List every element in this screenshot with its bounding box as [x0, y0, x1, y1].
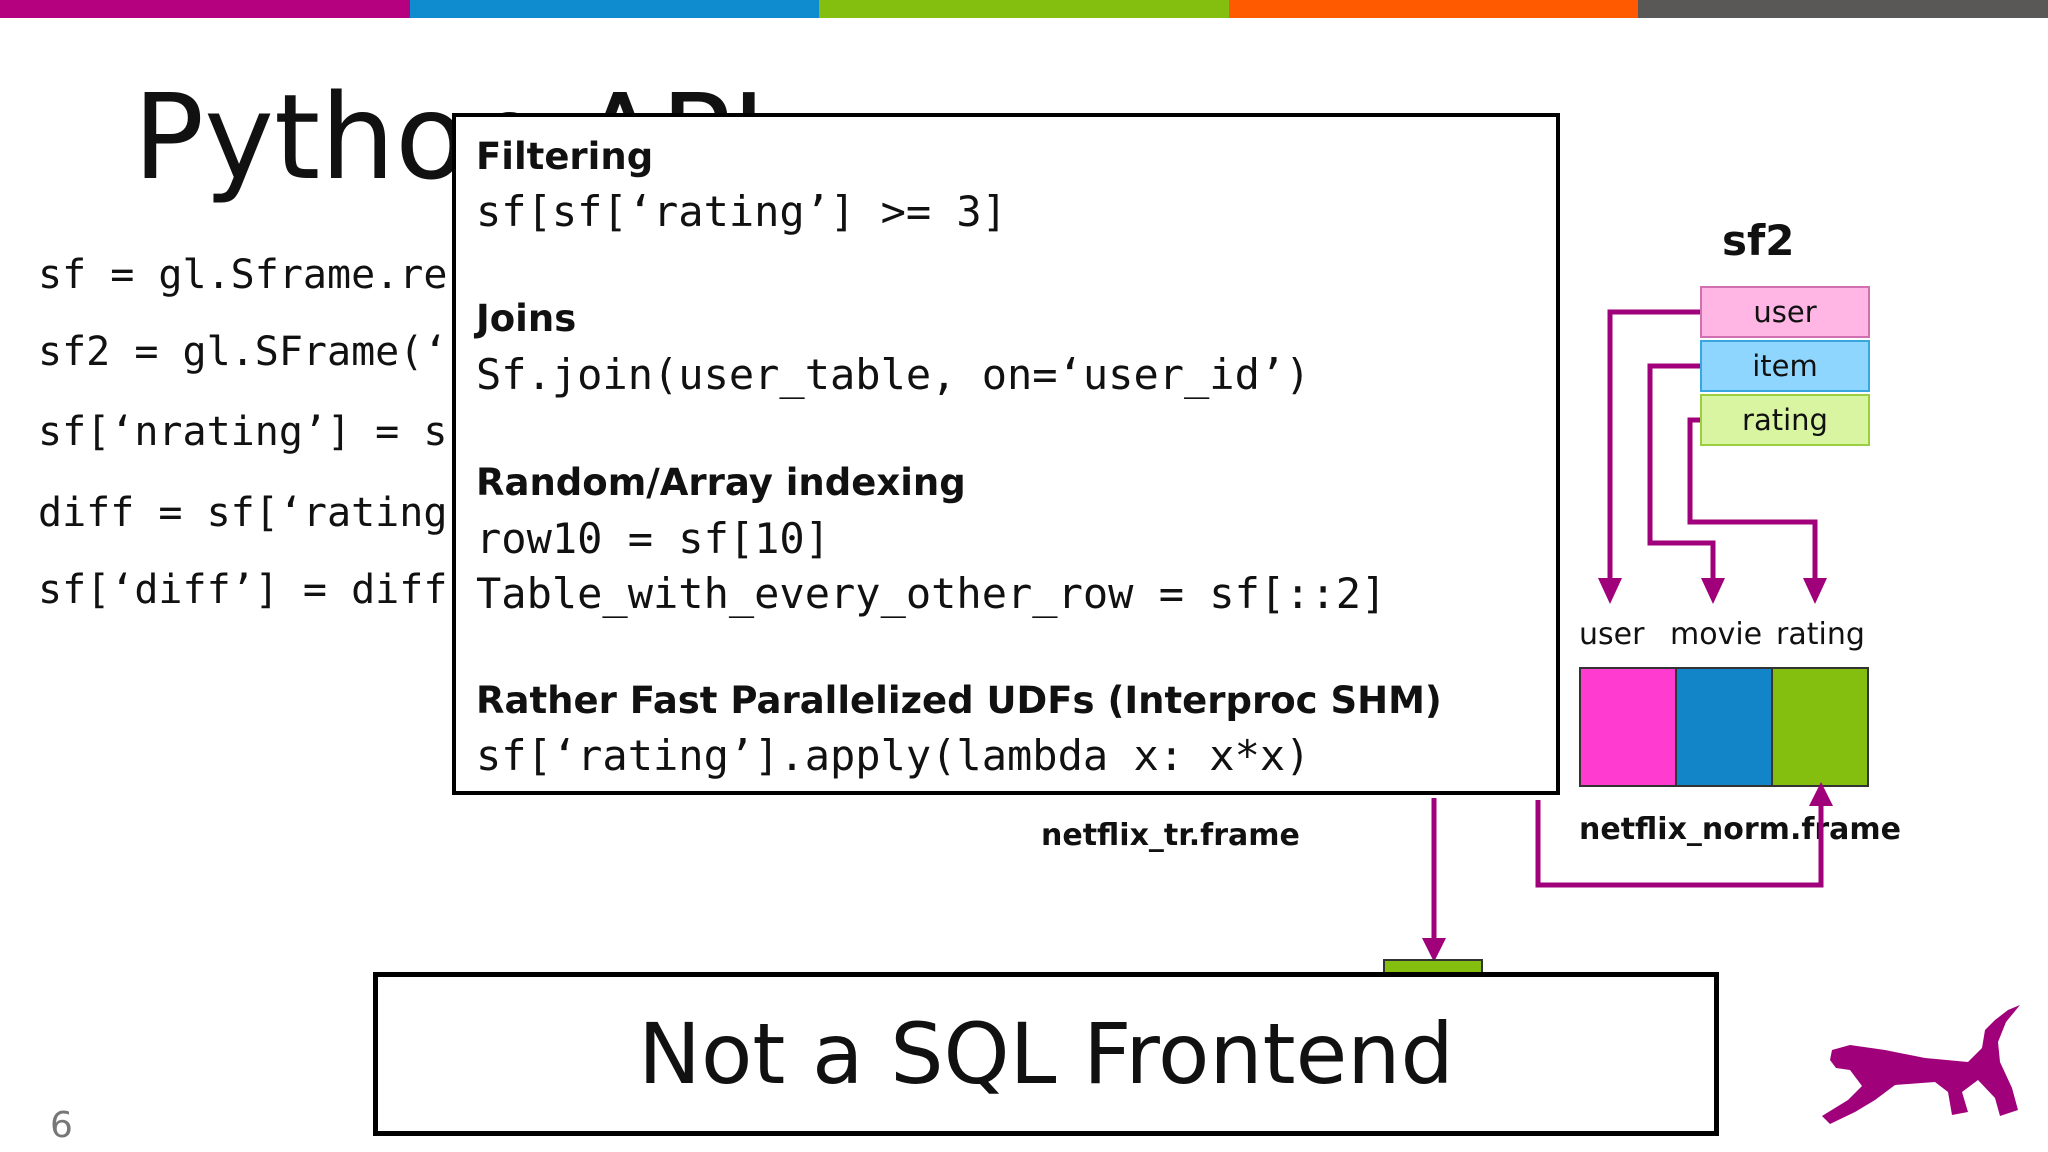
banner-text: Not a SQL Frontend: [638, 1005, 1454, 1103]
column-block-user: [1579, 667, 1677, 787]
joins-heading: Joins: [476, 297, 577, 340]
netflix-tr-frame-label: netflix_tr.frame: [1041, 818, 1300, 853]
filtering-heading: Filtering: [476, 135, 654, 178]
bar-segment-gray: [1638, 0, 2048, 18]
arrowhead-user: [1598, 578, 1622, 604]
sf2-cell-user: user: [1700, 286, 1870, 338]
sf2-cell-rating: rating: [1700, 394, 1870, 446]
code-line-3: sf[‘nrating’] = s: [38, 409, 448, 455]
code-line-4: diff = sf[‘rating: [38, 490, 448, 536]
indexing-code-1: row10 = sf[10]: [476, 514, 831, 563]
arrowhead-loop: [1809, 782, 1833, 806]
arrowhead-rating: [1803, 578, 1827, 604]
column-label-user: user: [1579, 617, 1645, 652]
arrow-user: [1607, 309, 1700, 590]
sf2-cell-item: item: [1700, 340, 1870, 392]
code-line-5: sf[‘diff’] = diff: [38, 567, 448, 613]
bar-segment-orange: [1228, 0, 1639, 18]
bar-segment-blue: [409, 0, 820, 18]
udf-code: sf[‘rating’].apply(lambda x: x*x): [476, 731, 1311, 780]
arrow-loop: [1535, 795, 1824, 888]
column-label-movie: movie: [1670, 617, 1763, 652]
sf2-label: sf2: [1722, 216, 1795, 265]
page-number: 6: [50, 1105, 73, 1146]
netflix-norm-frame-label: netflix_norm.frame: [1579, 812, 1902, 847]
bar-segment-green: [819, 0, 1229, 18]
code-line-1: sf = gl.Sframe.re: [38, 252, 448, 298]
not-sql-banner: Not a SQL Frontend: [373, 972, 1719, 1136]
udf-heading: Rather Fast Parallelized UDFs (Interproc…: [476, 679, 1442, 722]
arrowhead-down: [1422, 938, 1446, 962]
feature-popup: Filtering sf[sf[‘rating’] >= 3] Joins Sf…: [452, 113, 1560, 795]
code-line-2: sf2 = gl.SFrame(‘: [38, 329, 448, 375]
filtering-code: sf[sf[‘rating’] >= 3]: [476, 187, 1008, 236]
indexing-heading: Random/Array indexing: [476, 461, 966, 504]
bar-segment-magenta: [0, 0, 410, 18]
indexing-code-2: Table_with_every_other_row = sf[::2]: [476, 569, 1387, 618]
joins-code: Sf.join(user_table, on=‘user_id’): [476, 350, 1311, 399]
arrow-movie: [1647, 363, 1716, 590]
top-color-bar: [0, 0, 2048, 18]
arrowhead-movie: [1701, 578, 1725, 604]
column-label-rating: rating: [1776, 617, 1865, 652]
arrow-rating: [1687, 417, 1818, 590]
